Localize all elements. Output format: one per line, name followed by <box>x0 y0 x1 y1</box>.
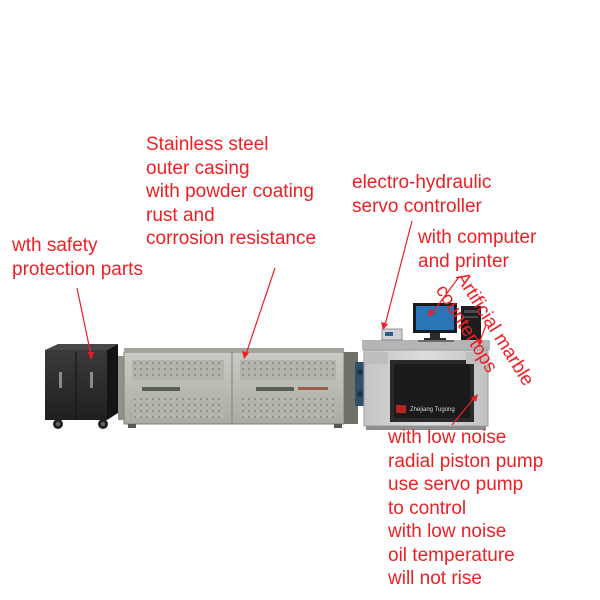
annotation-line: with powder coating <box>146 181 314 202</box>
annotation-line: to control <box>388 497 467 519</box>
control-console: Zhejiang Tugong <box>362 340 490 430</box>
annotation-line: with low noise <box>388 521 507 542</box>
servo-controller-unit <box>381 328 403 341</box>
annotation-line: use servo pump <box>388 474 524 495</box>
annotation-safety: wth safety protection parts <box>12 234 143 281</box>
annotation-line: and printer <box>418 250 509 272</box>
annotation-line: Stainless steel <box>146 134 269 155</box>
annotation-line: servo controller <box>352 195 482 217</box>
test-frame-casing <box>118 348 365 428</box>
annotation-controller: electro-hydraulic servo controller <box>352 171 491 218</box>
annotation-pump: with low noise radial piston pump use se… <box>388 426 543 591</box>
pc-tower <box>461 306 481 340</box>
annotation-casing: Stainless steel outer casing with powder… <box>146 133 316 251</box>
annotation-arrows <box>76 220 487 426</box>
annotation-line: oil temperature <box>388 544 515 566</box>
annotation-line: will not rise <box>388 568 482 589</box>
annotation-line: protection parts <box>12 258 143 280</box>
annotation-line: wth safety <box>12 235 98 256</box>
computer-monitor <box>413 303 457 342</box>
safety-protection-box <box>45 344 118 429</box>
annotation-line: with low noise <box>388 427 507 448</box>
annotation-line: corrosion resistance <box>146 228 317 249</box>
console-brand-label: Zhejiang Tugong <box>410 407 455 413</box>
annotation-line: outer casing <box>146 157 250 179</box>
annotation-line: radial piston pump <box>388 450 544 472</box>
annotation-line: electro-hydraulic <box>352 172 492 193</box>
annotation-computer: with computer and printer <box>418 226 536 273</box>
annotation-line: rust and <box>146 204 215 226</box>
annotation-line: with computer <box>418 227 537 248</box>
